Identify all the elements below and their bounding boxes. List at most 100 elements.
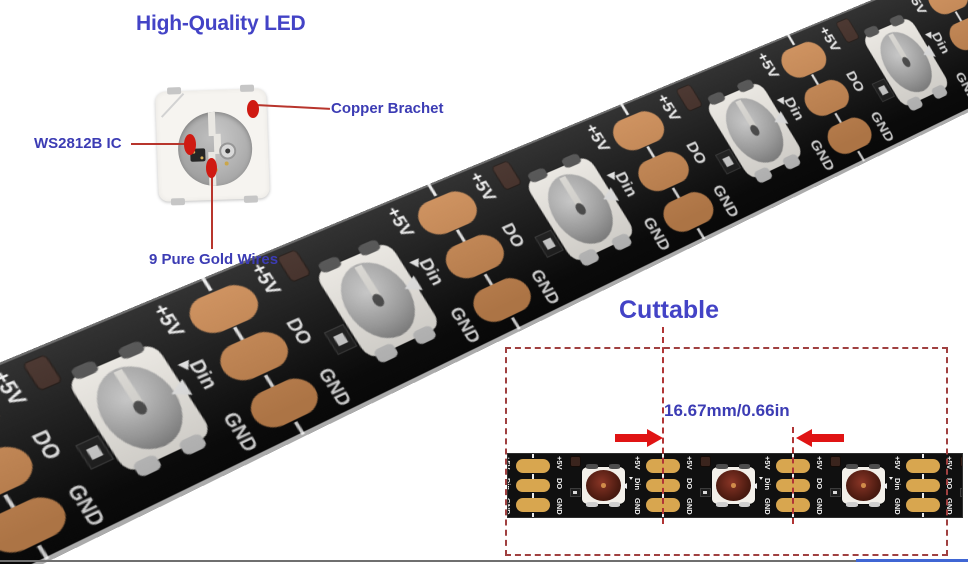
solder-pad bbox=[516, 498, 550, 512]
led-leg bbox=[846, 464, 858, 469]
led-leg bbox=[735, 78, 756, 94]
resistor-marking bbox=[722, 155, 734, 167]
led-leg bbox=[317, 255, 344, 275]
led-leg bbox=[868, 501, 881, 508]
pcb-silkscreen-output-labels: +5V DO GND bbox=[681, 456, 698, 515]
pointer-line-gold-wires bbox=[211, 177, 213, 249]
label-do: DO bbox=[497, 220, 529, 251]
label-do: DO bbox=[554, 478, 564, 490]
label-do: DO bbox=[814, 478, 824, 490]
gold-wires-label: 9 Pure Gold Wires bbox=[149, 251, 279, 268]
led-leg bbox=[716, 464, 728, 469]
led-leg bbox=[560, 152, 583, 170]
cut-mark bbox=[671, 187, 681, 199]
label-do: DO bbox=[25, 426, 67, 464]
cut-mark bbox=[36, 544, 50, 560]
data-in-arrow-icon bbox=[889, 477, 894, 481]
capacitor-component bbox=[569, 456, 581, 467]
cut-mark bbox=[857, 150, 866, 162]
led-die bbox=[218, 142, 237, 160]
led-leg bbox=[356, 238, 382, 258]
label-do: DO bbox=[944, 478, 954, 490]
capacitor-component bbox=[959, 456, 962, 467]
capacitor-component bbox=[699, 456, 711, 467]
cut-position-line-right bbox=[792, 427, 794, 524]
led-leg bbox=[69, 359, 101, 381]
solder-pad-group bbox=[906, 454, 940, 517]
led-leg bbox=[738, 464, 751, 469]
strip-segment: +5V Din GND +5V DO GND bbox=[507, 454, 628, 517]
direction-triangle-icon bbox=[881, 482, 888, 489]
pcb-silkscreen-input-labels: +5V Din GND bbox=[628, 456, 646, 515]
measurement-label: 16.67mm/0.66in bbox=[664, 401, 790, 420]
label-din: Din bbox=[507, 477, 512, 490]
led-leg bbox=[781, 153, 802, 171]
cut-mark bbox=[531, 493, 535, 499]
pcb-silkscreen-input-labels: +5V Din GND bbox=[758, 456, 776, 515]
label-din: Din bbox=[632, 477, 642, 490]
cut-mark bbox=[510, 316, 521, 330]
cut-mark bbox=[456, 229, 466, 242]
solder-pad bbox=[516, 459, 550, 473]
led-leg bbox=[905, 95, 925, 112]
label-gnd: GND bbox=[684, 498, 694, 516]
led-leg bbox=[706, 90, 727, 106]
cut-mark bbox=[201, 277, 213, 292]
pointer-dot-ic bbox=[184, 134, 196, 155]
led-leg bbox=[752, 166, 774, 184]
label-5v: +5V bbox=[762, 455, 772, 470]
label-gnd: GND bbox=[507, 498, 512, 516]
solder-pad bbox=[906, 459, 940, 473]
led-lens bbox=[586, 470, 622, 501]
capacitor-component bbox=[829, 456, 841, 467]
solder-pad-group bbox=[516, 454, 550, 517]
resistor-marking bbox=[333, 332, 348, 346]
bond-pad bbox=[200, 156, 204, 160]
resistor-component bbox=[569, 488, 581, 498]
led-solder-tab bbox=[170, 197, 186, 206]
cut-mark bbox=[620, 103, 630, 116]
cut-mark bbox=[921, 454, 925, 459]
label-5v: +5V bbox=[814, 455, 824, 470]
image-bottom-border bbox=[0, 560, 968, 562]
pcb-silkscreen-input-labels: +5V Din GND bbox=[507, 456, 516, 516]
label-5v: +5V bbox=[0, 366, 32, 409]
resistor-marking bbox=[832, 491, 838, 495]
pointer-dot-copper-bracket bbox=[247, 100, 259, 118]
cut-arrow-left-icon bbox=[796, 429, 844, 447]
label-gnd: GND bbox=[632, 498, 642, 516]
solder-pad bbox=[516, 478, 550, 493]
cut-mark bbox=[531, 454, 535, 459]
led-leg bbox=[716, 501, 728, 508]
cut-position-line-left bbox=[662, 327, 664, 524]
solder-pad bbox=[906, 498, 940, 512]
resistor-marking bbox=[542, 237, 556, 250]
label-do: DO bbox=[281, 315, 317, 349]
label-5v: +5V bbox=[632, 455, 642, 470]
label-5v: +5V bbox=[892, 455, 902, 470]
label-gnd: GND bbox=[814, 498, 824, 516]
strip-segment: +5V Din GND +5V DO GND bbox=[888, 454, 962, 517]
led-leg bbox=[930, 84, 949, 100]
strip-segment: +5V Din GND +5V DO GND bbox=[628, 454, 758, 517]
led-leg bbox=[526, 166, 550, 184]
led-solder-tab bbox=[166, 87, 182, 95]
cut-mark bbox=[787, 34, 796, 46]
cut-mark bbox=[427, 183, 438, 197]
led-solder-tab bbox=[243, 195, 259, 203]
cut-mark bbox=[531, 473, 535, 479]
solder-pad-group bbox=[646, 454, 680, 517]
solder-pad bbox=[906, 478, 940, 493]
led-leg bbox=[738, 501, 751, 508]
resistor-marking bbox=[702, 491, 708, 495]
cut-mark bbox=[696, 227, 706, 240]
led-leg bbox=[888, 14, 906, 28]
led-leg bbox=[410, 324, 438, 346]
led-leg bbox=[863, 24, 881, 39]
led-leg bbox=[846, 501, 858, 508]
gold-wire-dot bbox=[224, 161, 229, 166]
direction-triangle-icon bbox=[751, 482, 758, 489]
led-leg bbox=[586, 464, 598, 469]
label-gnd: GND bbox=[944, 498, 954, 516]
